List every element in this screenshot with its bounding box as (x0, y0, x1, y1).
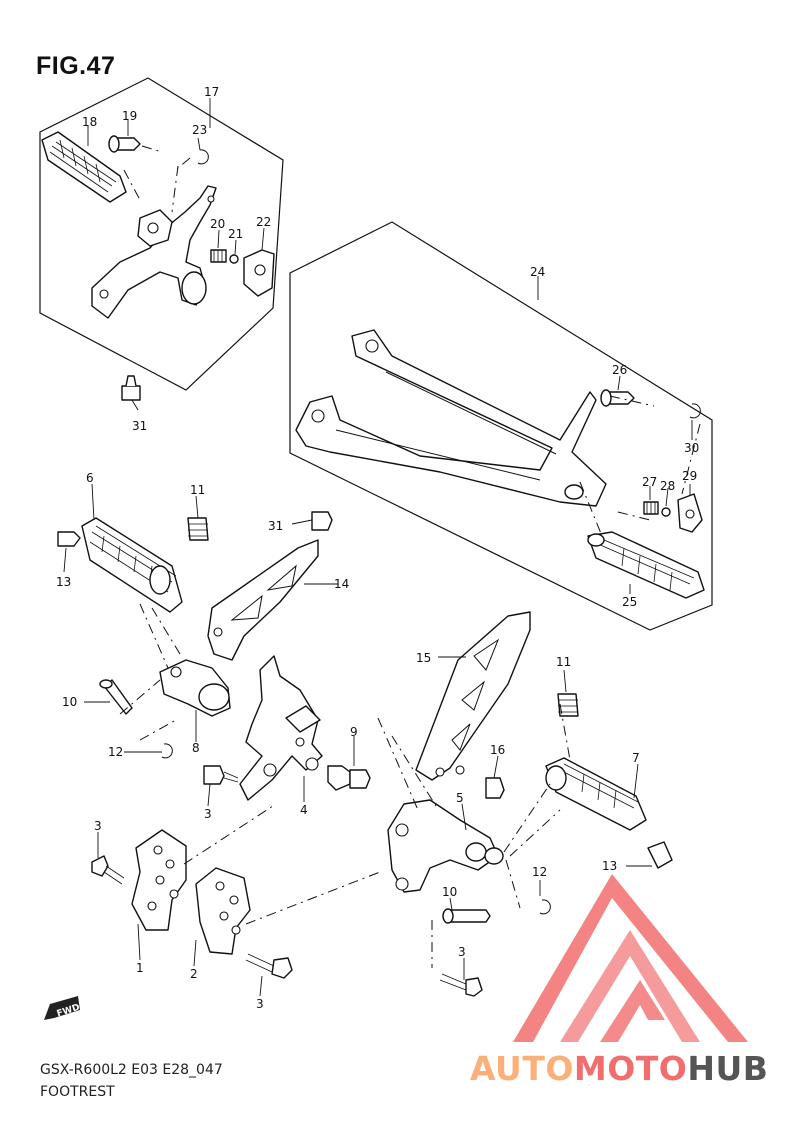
callout-3-right: 3 (458, 945, 466, 959)
callout-5: 5 (456, 791, 464, 805)
callout-7: 7 (632, 751, 640, 765)
callout-27: 27 (642, 475, 657, 489)
footrest-assembly-17 (41, 131, 275, 401)
figure-title: FIG.47 (36, 52, 116, 80)
callout-labels: 17 18 19 23 20 21 22 31 24 26 30 29 28 2… (56, 85, 699, 1011)
callout-31-top: 31 (132, 419, 147, 433)
callout-1: 1 (136, 961, 144, 975)
watermark-auto: AUTO (470, 1049, 574, 1088)
leader-lines (63, 98, 693, 997)
callout-30: 30 (684, 441, 699, 455)
callout-20: 20 (210, 217, 225, 231)
bolt-31 (311, 511, 333, 531)
callout-14: 14 (334, 577, 349, 591)
callout-25: 25 (622, 595, 637, 609)
callout-15: 15 (416, 651, 431, 665)
group-frame-17 (39, 77, 284, 391)
callout-16: 16 (490, 743, 505, 757)
callout-3-left: 3 (94, 819, 102, 833)
callout-12-left: 12 (108, 745, 123, 759)
footer-part-group: FOOTREST (40, 1084, 115, 1100)
footrest-assembly-24 (295, 329, 705, 599)
watermark-moto: MOTO (574, 1049, 687, 1088)
heel-guard-left (207, 539, 319, 661)
callout-6: 6 (86, 471, 94, 485)
watermark-triangle-inner (560, 930, 700, 1042)
callout-13-right: 13 (602, 859, 617, 873)
left-footrest (57, 517, 231, 759)
callout-8: 8 (192, 741, 200, 755)
callout-23: 23 (192, 123, 207, 137)
callout-4: 4 (300, 803, 308, 817)
callout-19: 19 (122, 109, 137, 123)
callout-12-right: 12 (532, 865, 547, 879)
watermark-logo: AUTOMOTOHUB (470, 874, 768, 1088)
callout-10-right: 10 (442, 885, 457, 899)
callout-9: 9 (350, 725, 358, 739)
left-bracket (91, 655, 381, 979)
footer-model-code: GSX-R600L2 E03 E28_047 (40, 1062, 223, 1078)
watermark-triangle-outer (513, 874, 748, 1042)
callout-29: 29 (682, 469, 697, 483)
watermark-hub: HUB (687, 1049, 768, 1088)
right-footrest (377, 611, 673, 997)
callout-13-left: 13 (56, 575, 71, 589)
callout-31-mid: 31 (268, 519, 283, 533)
callout-24: 24 (530, 265, 545, 279)
callout-11-right: 11 (556, 655, 571, 669)
callout-3-mid: 3 (204, 807, 212, 821)
watermark-text: AUTOMOTOHUB (470, 1049, 768, 1088)
fwd-direction-badge: FWD (44, 996, 81, 1020)
callout-10-left: 10 (62, 695, 77, 709)
callout-21: 21 (228, 227, 243, 241)
callout-17: 17 (204, 85, 219, 99)
watermark-triangle-mid (600, 980, 665, 1042)
callout-3-bottom: 3 (256, 997, 264, 1011)
callout-18: 18 (82, 115, 97, 129)
callout-26: 26 (612, 363, 627, 377)
callout-11-left: 11 (190, 483, 205, 497)
callout-28: 28 (660, 479, 675, 493)
callout-22: 22 (256, 215, 271, 229)
callout-2: 2 (190, 967, 198, 981)
group-frame-24 (289, 221, 713, 631)
